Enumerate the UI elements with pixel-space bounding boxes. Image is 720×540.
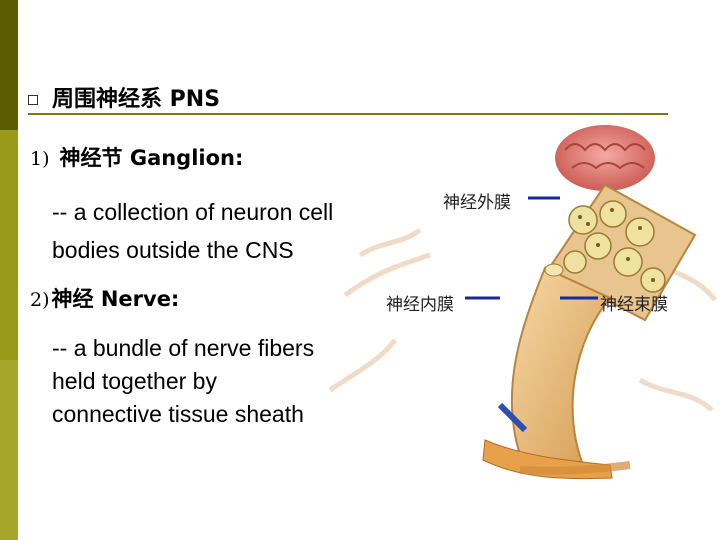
section1-description: -- a collection of neuron cell bodies ou…: [52, 193, 333, 269]
brain-icon: [555, 125, 655, 191]
section2-description: -- a bundle of nerve fibers held togethe…: [52, 332, 314, 431]
section2-heading: 2)神经 Nerve:: [30, 283, 179, 313]
label-perineurium: 神经束膜: [600, 290, 668, 315]
label-endoneurium: 神经内膜: [386, 290, 454, 315]
nerve-bundle: [483, 185, 695, 479]
label-epineurium: 神经外膜: [443, 188, 511, 213]
section1-heading: 1)神经节 Ganglion:: [30, 142, 243, 172]
